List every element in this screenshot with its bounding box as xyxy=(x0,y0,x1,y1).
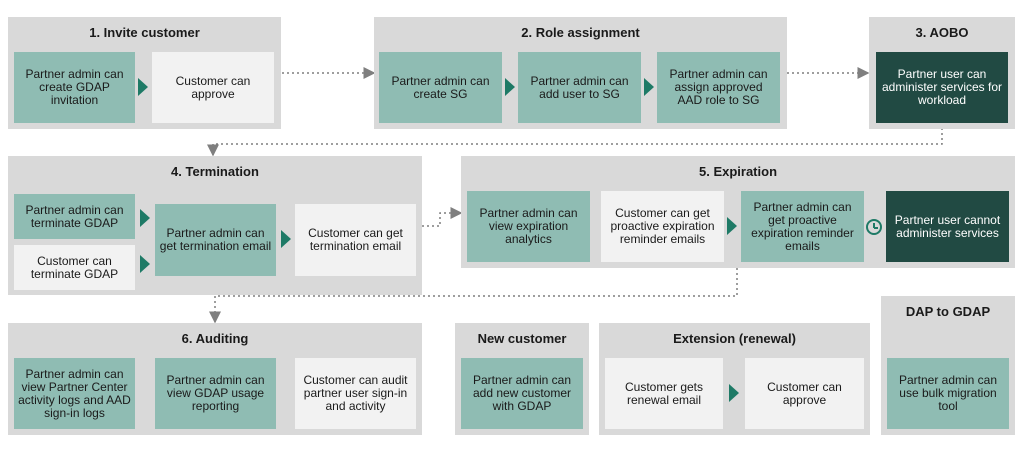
panel-title: 6. Auditing xyxy=(181,331,249,346)
step-customer-audit: Customer can audit partner user sign-in … xyxy=(295,358,416,429)
panel-termination: 4. Termination Partner admin can termina… xyxy=(8,156,422,295)
step-customer-approve: Customer can approve xyxy=(152,52,274,123)
flow-arrow xyxy=(140,255,150,273)
step-assign-aad-role: Partner admin can assign approved AAD ro… xyxy=(657,52,780,123)
panel-title: 2. Role assignment xyxy=(521,25,640,40)
flow-arrow xyxy=(138,78,148,96)
step-customer-approve-renewal: Customer can approve xyxy=(745,358,864,429)
panel-expiration: 5. Expiration Partner admin can view exp… xyxy=(461,156,1015,268)
flow-arrow xyxy=(505,78,515,96)
step-create-gdap-invitation: Partner admin can create GDAP invitation xyxy=(14,52,135,123)
step-add-new-customer: Partner admin can add new customer with … xyxy=(461,358,583,429)
panel-title: 4. Termination xyxy=(171,164,259,179)
panel-title: DAP to GDAP xyxy=(905,304,991,319)
panel-title: 3. AOBO xyxy=(915,25,969,40)
panel-title: 1. Invite customer xyxy=(89,25,200,40)
step-customer-termination-email: Customer can get termination email xyxy=(295,204,416,276)
clock-icon xyxy=(866,219,882,235)
step-add-user-to-sg: Partner admin can add user to SG xyxy=(518,52,641,123)
flow-arrow xyxy=(644,78,654,96)
step-view-activity-logs: Partner admin can view Partner Center ac… xyxy=(14,358,135,429)
panel-title: New customer xyxy=(477,331,567,346)
step-customer-reminder-emails: Customer can get proactive expiration re… xyxy=(601,191,724,262)
flow-arrow xyxy=(729,384,739,402)
connector-4-to-5 xyxy=(422,207,463,227)
step-bulk-migration: Partner admin can use bulk migration too… xyxy=(887,358,1009,429)
panel-auditing: 6. Auditing Partner admin can view Partn… xyxy=(8,323,422,435)
panel-extension: Extension (renewal) Customer gets renewa… xyxy=(599,323,870,435)
panel-invite-customer: 1. Invite customer Partner admin can cre… xyxy=(8,17,281,129)
step-view-expiration-analytics: Partner admin can view expiration analyt… xyxy=(467,191,590,262)
flow-arrow xyxy=(281,230,291,248)
step-renewal-email: Customer gets renewal email xyxy=(605,358,723,429)
step-create-sg: Partner admin can create SG xyxy=(379,52,502,123)
step-customer-terminate-gdap: Customer can terminate GDAP xyxy=(14,245,135,290)
panel-title: 5. Expiration xyxy=(698,164,778,179)
step-partner-reminder-emails: Partner admin can get proactive expirati… xyxy=(741,191,864,262)
step-cannot-administer: Partner user cannot administer services xyxy=(886,191,1009,262)
panel-title: Extension (renewal) xyxy=(673,331,796,346)
step-partner-terminate-gdap: Partner admin can terminate GDAP xyxy=(14,194,135,239)
flow-arrow xyxy=(140,209,150,227)
panel-dap-to-gdap: DAP to GDAP Partner admin can use bulk m… xyxy=(881,296,1015,435)
step-partner-termination-email: Partner admin can get termination email xyxy=(155,204,276,276)
step-view-usage-reporting: Partner admin can view GDAP usage report… xyxy=(155,358,276,429)
panel-new-customer: New customer Partner admin can add new c… xyxy=(455,323,589,435)
step-administer-services: Partner user can administer services for… xyxy=(876,52,1008,123)
panel-aobo: 3. AOBO Partner user can administer serv… xyxy=(869,17,1015,129)
connector-3-to-4 xyxy=(207,128,943,157)
flow-arrow xyxy=(727,217,737,235)
panel-role-assignment: 2. Role assignment Partner admin can cre… xyxy=(374,17,787,129)
